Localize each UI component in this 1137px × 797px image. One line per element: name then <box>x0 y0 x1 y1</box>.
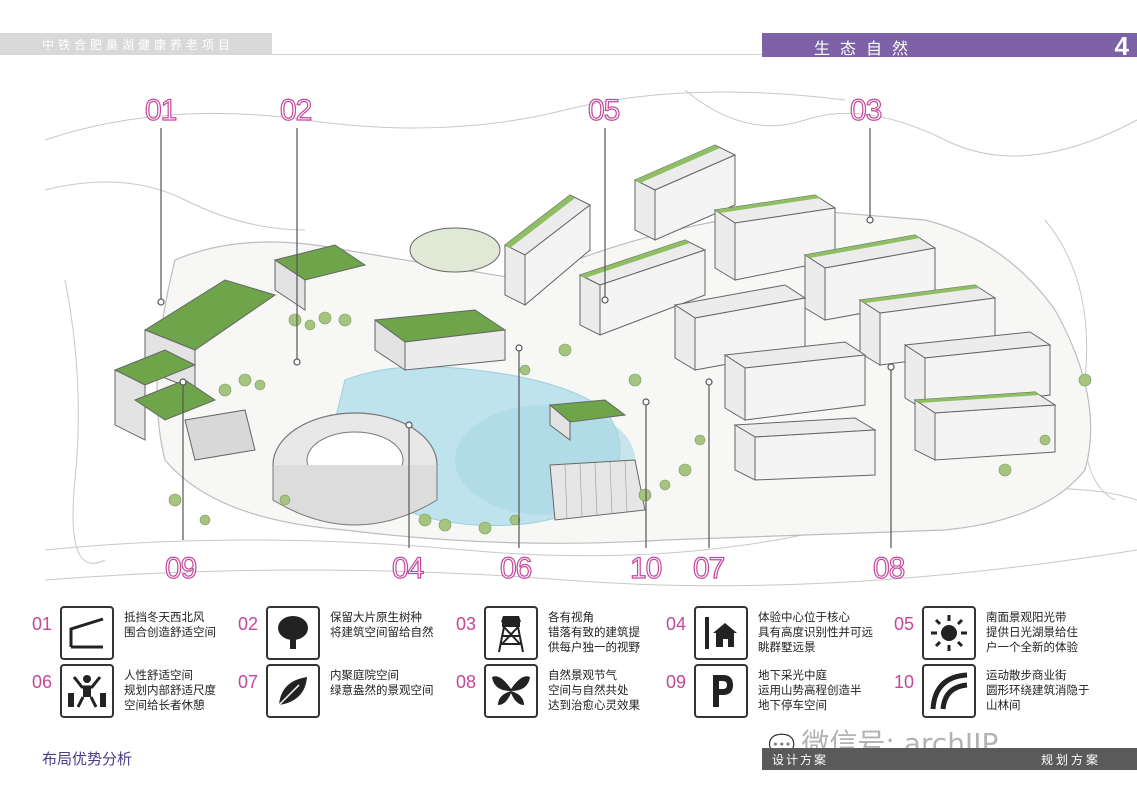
legend-number: 04 <box>666 614 687 634</box>
leaf-icon <box>266 664 320 718</box>
legend-item-02: 02 保留大片原生树种 将建筑空间留给自然 <box>238 606 458 662</box>
page-number: 4 <box>1114 31 1129 61</box>
legend-item-08: 08 自然景观节气 空间与自然共处 达到治愈心灵效果 <box>456 664 676 720</box>
legend-text: 体验中心位于核心 具有高度识别性并可远 眺群墅远景 <box>758 610 873 654</box>
legend-item-06: 06 人性舒适空间 规划内部舒适尺度 空间给长者休憩 <box>32 664 252 720</box>
legend-text: 保留大片原生树种 将建筑空间留给自然 <box>330 610 434 639</box>
legend-item-09: 09 地下采光中庭 运用山势高程创造半 地下停车空间 <box>666 664 886 720</box>
legend-item-05: 05 南面景观阳光带 提供日光湖景给住 户一个全新的体验 <box>894 606 1114 662</box>
section-title: 生态自然 <box>814 39 919 58</box>
legend-item-03: 03 各有视角 错落有致的建筑提 供每户独一的视野 <box>456 606 676 662</box>
legend-number: 06 <box>32 672 53 692</box>
callout-03: 03 <box>849 93 883 127</box>
legend: 01 抵挡冬天西北风 围合创造舒适空间 02 保留大片原生树种 将建筑空间留给自… <box>0 600 1137 730</box>
legend-item-04: 04 体验中心位于核心 具有高度识别性并可远 眺群墅远景 <box>666 606 886 662</box>
callout-07: 07 <box>692 551 726 585</box>
curve-road-icon <box>922 664 976 718</box>
callout-02: 02 <box>279 93 313 127</box>
person-bench-icon <box>60 664 114 718</box>
legend-number: 02 <box>238 614 259 634</box>
callout-10: 10 <box>629 551 663 585</box>
footer-bar: 设计方案 规划方案 <box>762 748 1137 770</box>
butterfly-icon <box>484 664 538 718</box>
site-plan-illustration <box>45 89 1137 587</box>
legend-item-07: 07 内聚庭院空间 绿意盎然的景观空间 <box>238 664 458 720</box>
parking-icon <box>694 664 748 718</box>
legend-text: 抵挡冬天西北风 围合创造舒适空间 <box>124 610 216 639</box>
callout-08: 08 <box>872 551 906 585</box>
legend-text: 地下采光中庭 运用山势高程创造半 地下停车空间 <box>758 668 862 712</box>
legend-text: 南面景观阳光带 提供日光湖景给住 户一个全新的体验 <box>986 610 1078 654</box>
legend-text: 运动散步商业街 圆形环绕建筑消隐于 山林间 <box>986 668 1090 712</box>
analysis-title: 布局优势分析 <box>42 750 133 768</box>
legend-number: 01 <box>32 614 53 634</box>
legend-text: 内聚庭院空间 绿意盎然的景观空间 <box>330 668 434 697</box>
legend-number: 10 <box>894 672 915 692</box>
tree-icon <box>266 606 320 660</box>
callout-01: 01 <box>144 93 178 127</box>
project-title: 中铁合肥巢湖健康养老项目 <box>42 38 235 52</box>
legend-number: 07 <box>238 672 259 692</box>
ring-building <box>272 412 438 526</box>
legend-item-10: 10 运动散步商业街 圆形环绕建筑消隐于 山林间 <box>894 664 1114 720</box>
header-divider <box>272 54 762 55</box>
callout-05: 05 <box>587 93 621 127</box>
section-title-bar: 生态自然 4 <box>762 31 1137 61</box>
callout-04: 04 <box>391 551 425 585</box>
planning-label: 规划方案 <box>1040 753 1101 767</box>
legend-text: 人性舒适空间 规划内部舒适尺度 空间给长者休憩 <box>124 668 216 712</box>
sun-icon <box>922 606 976 660</box>
legend-number: 08 <box>456 672 477 692</box>
legend-number: 03 <box>456 614 477 634</box>
design-label: 设计方案 <box>772 753 829 767</box>
legend-item-01: 01 抵挡冬天西北风 围合创造舒适空间 <box>32 606 252 662</box>
home-core-icon <box>694 606 748 660</box>
wind-shelter-icon <box>60 606 114 660</box>
legend-text: 各有视角 错落有致的建筑提 供每户独一的视野 <box>548 610 640 654</box>
legend-number: 05 <box>894 614 915 634</box>
watchtower-icon <box>484 606 538 660</box>
legend-number: 09 <box>666 672 687 692</box>
callout-06: 06 <box>499 551 533 585</box>
callout-09: 09 <box>164 551 198 585</box>
legend-text: 自然景观节气 空间与自然共处 达到治愈心灵效果 <box>548 668 640 712</box>
project-title-bar: 中铁合肥巢湖健康养老项目 <box>0 33 272 55</box>
